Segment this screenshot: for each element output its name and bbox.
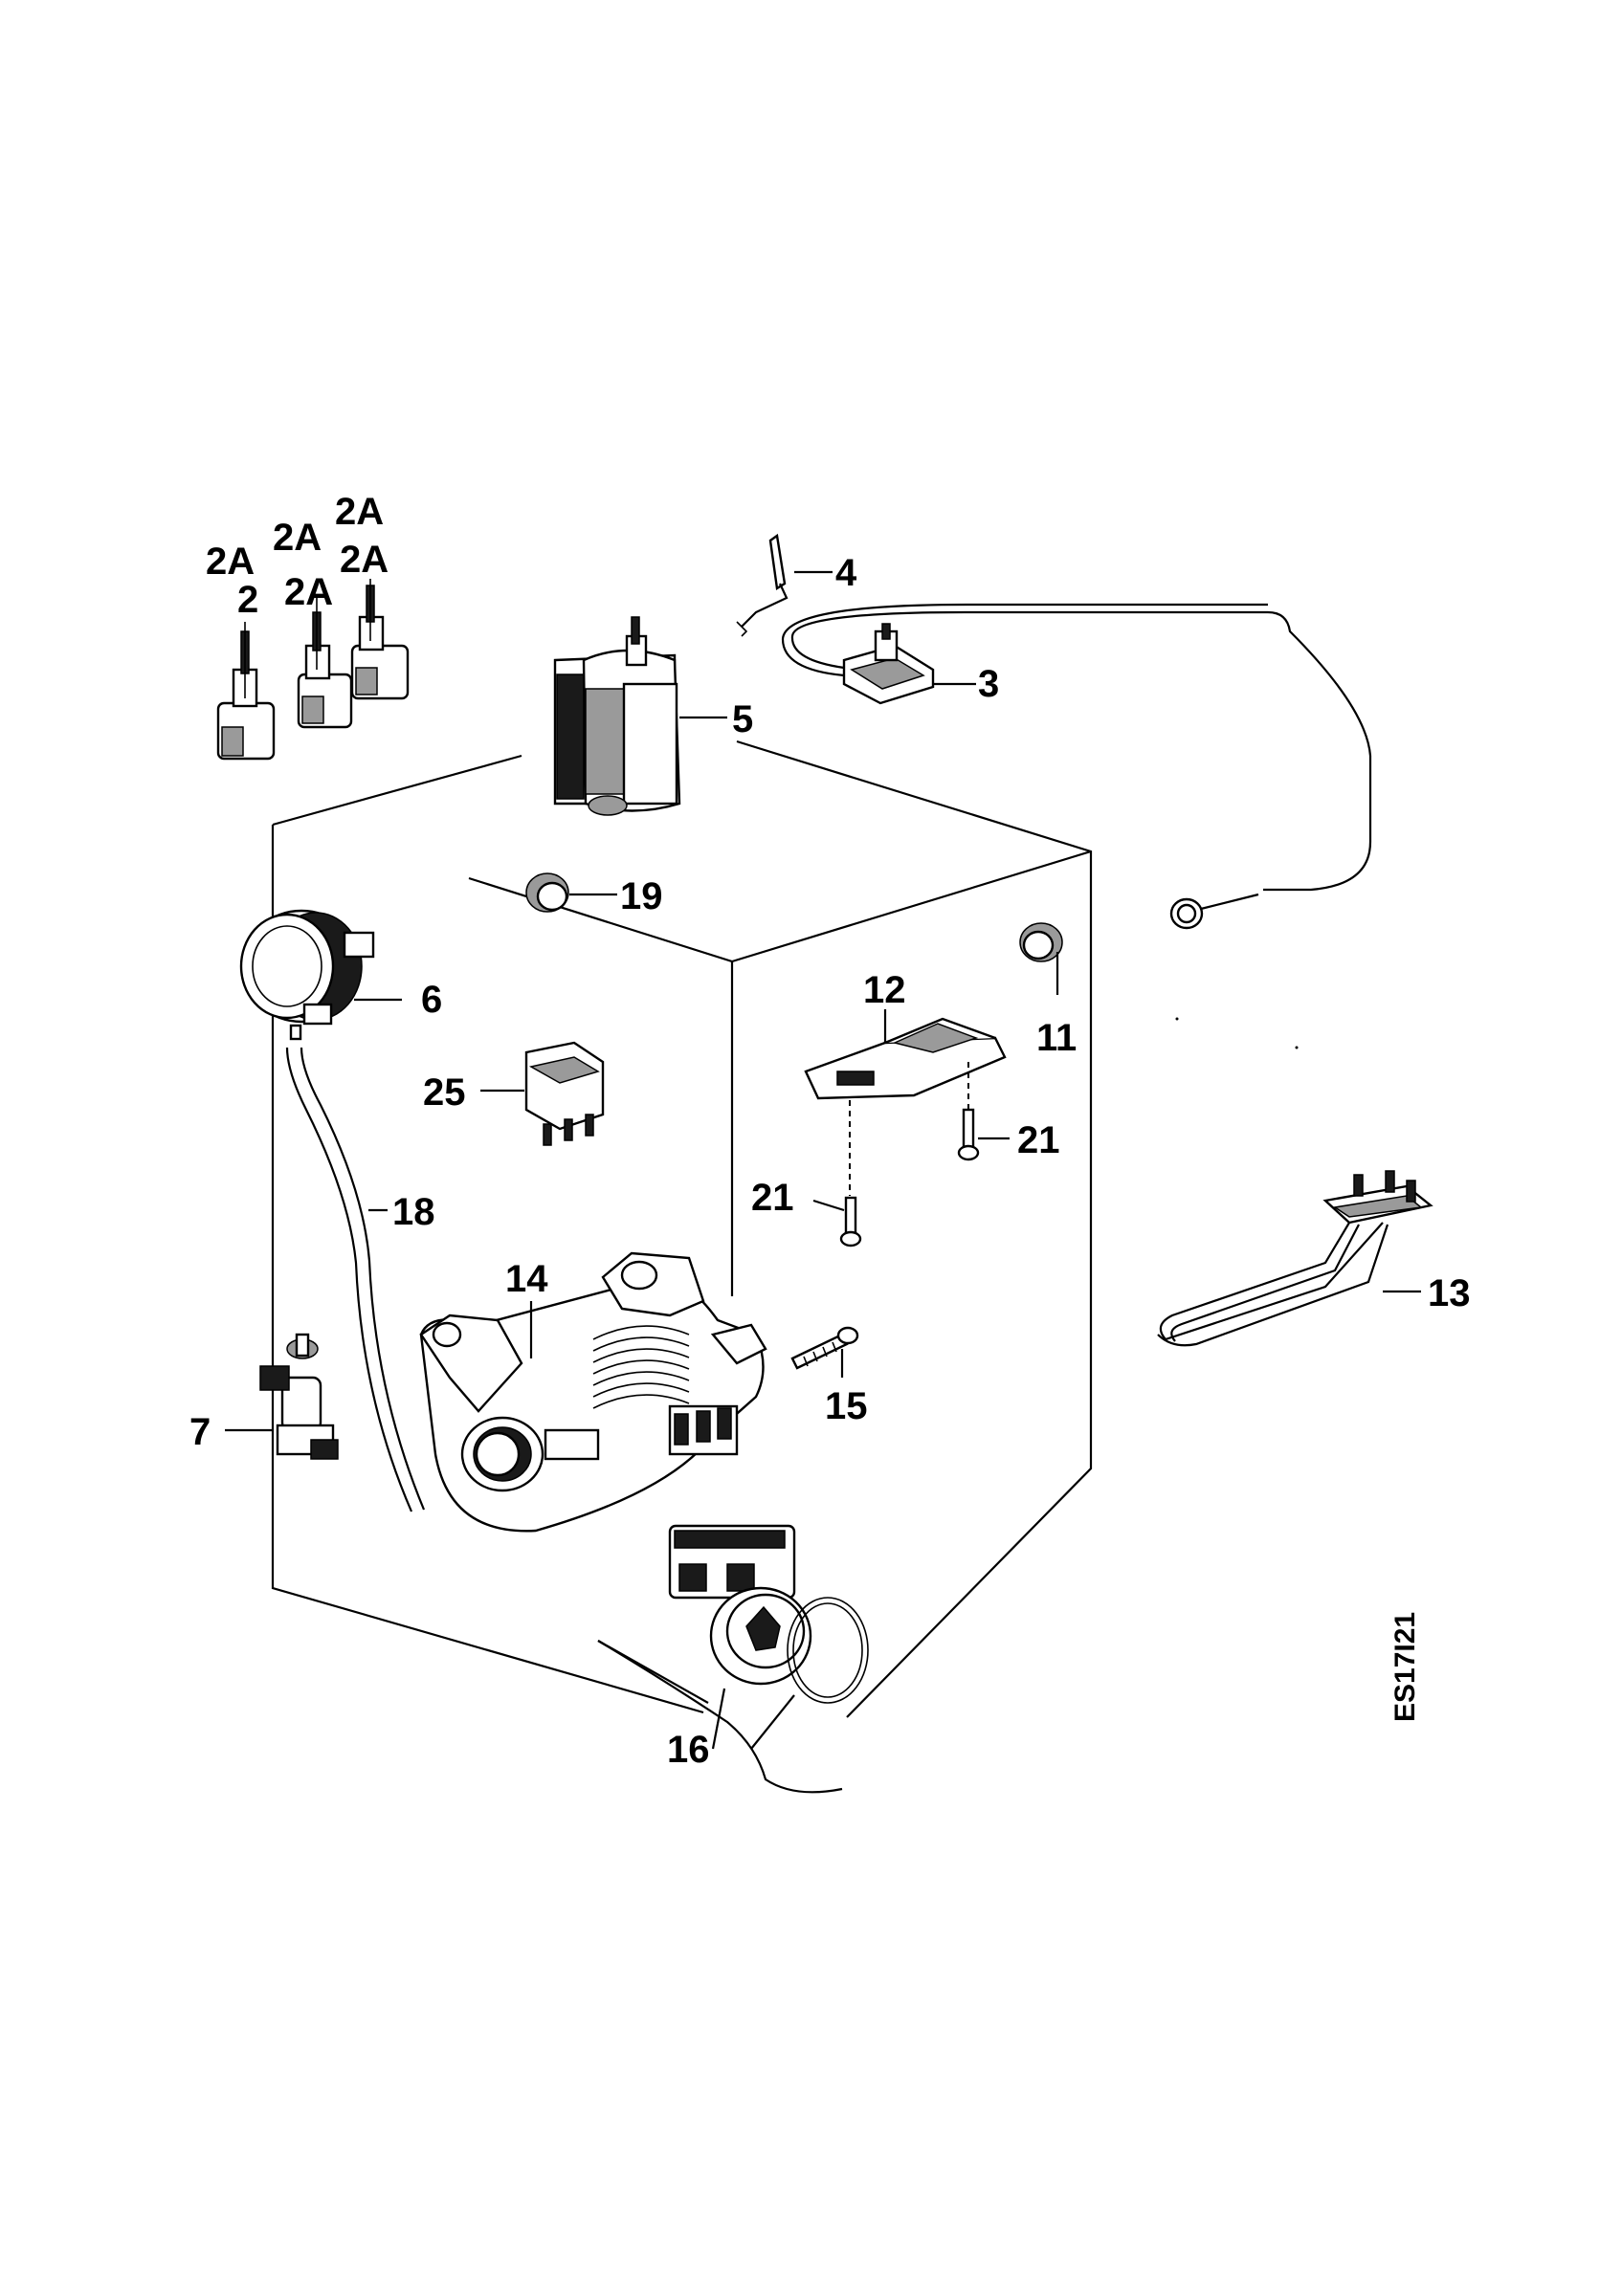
callout-2a-top-right: 2A bbox=[335, 491, 384, 533]
callout-2a-middle-top: 2A bbox=[273, 517, 322, 559]
timer-teeth bbox=[556, 673, 585, 800]
callout-14: 14 bbox=[505, 1258, 548, 1300]
callout-19: 19 bbox=[620, 875, 663, 917]
callout-labels: 2A 2 2A 2A 2A 2A 4 3 5 19 6 12 11 25 21 … bbox=[189, 491, 1471, 1771]
callout-11: 11 bbox=[1036, 1017, 1077, 1059]
callout-3: 3 bbox=[978, 663, 999, 705]
callout-21-right: 21 bbox=[1017, 1119, 1060, 1161]
selector-switch-2a-middle bbox=[297, 598, 353, 729]
callout-5: 5 bbox=[732, 698, 753, 740]
cabinet-outline bbox=[271, 740, 1093, 1718]
callout-16: 16 bbox=[667, 1729, 710, 1771]
relay-part-25 bbox=[480, 1041, 605, 1146]
timer-motor-part-5 bbox=[553, 616, 727, 816]
screw-part-21-left bbox=[812, 1196, 862, 1247]
callout-2a-middle: 2A bbox=[284, 571, 333, 613]
drain-pump-part-16 bbox=[597, 1524, 869, 1794]
callout-7: 7 bbox=[189, 1411, 211, 1453]
callout-18: 18 bbox=[392, 1191, 435, 1233]
motor-part-14 bbox=[419, 1251, 767, 1533]
grommet-part-19 bbox=[525, 872, 617, 913]
callout-13: 13 bbox=[1428, 1272, 1471, 1314]
inlet-valve-part-7 bbox=[225, 1333, 339, 1460]
thermostat-part-3 bbox=[781, 603, 1372, 930]
callout-4: 4 bbox=[835, 552, 857, 594]
heating-element-part-13 bbox=[1157, 1170, 1433, 1347]
selector-switch-2a-right bbox=[350, 579, 410, 700]
stray-marks bbox=[1175, 1017, 1299, 1049]
bolt-part-15 bbox=[790, 1326, 859, 1378]
callout-12: 12 bbox=[863, 969, 906, 1011]
screw-part-21-right bbox=[957, 1108, 1010, 1161]
motor-windings bbox=[592, 1325, 690, 1409]
callout-6: 6 bbox=[421, 979, 442, 1021]
callout-21-left: 21 bbox=[751, 1177, 794, 1219]
bracket-part-4 bbox=[736, 533, 833, 637]
door-interlock-part-12 bbox=[804, 1009, 1007, 1196]
hose-part-18 bbox=[285, 1047, 426, 1512]
grommet-part-11 bbox=[1019, 922, 1063, 995]
callout-15: 15 bbox=[825, 1385, 868, 1427]
callout-2a-right: 2A bbox=[340, 539, 389, 581]
drawing-code: ES17I21 bbox=[1389, 1612, 1421, 1722]
callout-2a-top-left: 2A bbox=[206, 541, 255, 583]
selector-switch-2 bbox=[216, 622, 276, 761]
callout-2: 2 bbox=[237, 579, 258, 621]
pressure-switch-part-6 bbox=[239, 909, 402, 1041]
callout-25: 25 bbox=[423, 1071, 466, 1114]
